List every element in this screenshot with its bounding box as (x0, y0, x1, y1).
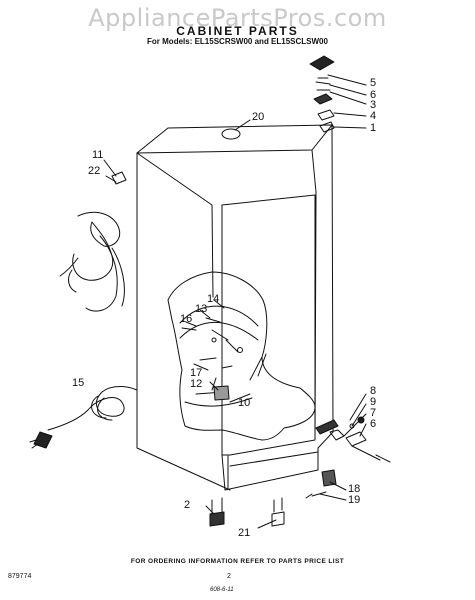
cabinet-front-left-edge (137, 153, 230, 490)
lower-hinge-bracket (316, 420, 338, 434)
print-code: 608-6-11 (210, 587, 234, 593)
callout-7: 7 (370, 407, 377, 419)
callout-8: 8 (370, 385, 377, 397)
callout-10: 10 (238, 397, 251, 409)
callout-20: 20 (252, 111, 265, 123)
callout-21: 21 (238, 527, 251, 539)
bracket-screw (312, 492, 326, 496)
callout-19: 19 (348, 494, 361, 506)
lower-hinge-screw (376, 455, 390, 462)
callout-17: 17 (190, 367, 203, 379)
power-cord (48, 387, 137, 431)
callout-9: 9 (370, 396, 377, 408)
leveling-leg (346, 432, 366, 446)
hinge-cover (310, 56, 334, 70)
model-numbers: For Models: EL15SCRSW00 and EL15SCLSW00 (147, 37, 328, 46)
callout-13: 13 (195, 303, 208, 315)
front-bracket (322, 470, 336, 486)
callout-18: 18 (348, 483, 361, 495)
callout-4: 4 (370, 110, 377, 122)
cabinet-back-edge (318, 125, 333, 448)
cutaway-recess (168, 272, 315, 440)
callout-22: 22 (88, 165, 101, 177)
callout-5: 5 (370, 77, 377, 89)
leveling-foot-2 (210, 512, 224, 526)
cabinet-bottom-rail (222, 448, 318, 490)
callout-1: 1 (370, 122, 377, 134)
wiring-harness (73, 212, 120, 280)
cabinet-front-opening (222, 195, 315, 455)
page-number: 2 (227, 573, 231, 580)
callout-6-lower: 6 (370, 418, 377, 430)
ordering-info-footer: FOR ORDERING INFORMATION REFER TO PARTS … (130, 558, 345, 565)
callout-16: 16 (180, 313, 193, 325)
callout-12: 12 (190, 378, 203, 390)
callout-15: 15 (72, 377, 85, 389)
power-plug (34, 432, 52, 448)
hinge-bracket (314, 94, 332, 104)
callout-14: 14 (207, 293, 220, 305)
callout-6-upper: 6 (370, 89, 377, 101)
plug-button-20 (222, 129, 240, 139)
leveling-foot-21 (272, 512, 284, 526)
document-number: 879774 (8, 573, 32, 580)
callout-3: 3 (370, 99, 377, 111)
diagram-title: CABINET PARTS (176, 24, 299, 38)
callout-2: 2 (184, 499, 191, 511)
hinge-shim (318, 110, 334, 120)
cabinet-side-panel (137, 153, 213, 297)
callout-11: 11 (92, 149, 104, 161)
watermark: AppliancePartsPros.com (88, 4, 387, 32)
